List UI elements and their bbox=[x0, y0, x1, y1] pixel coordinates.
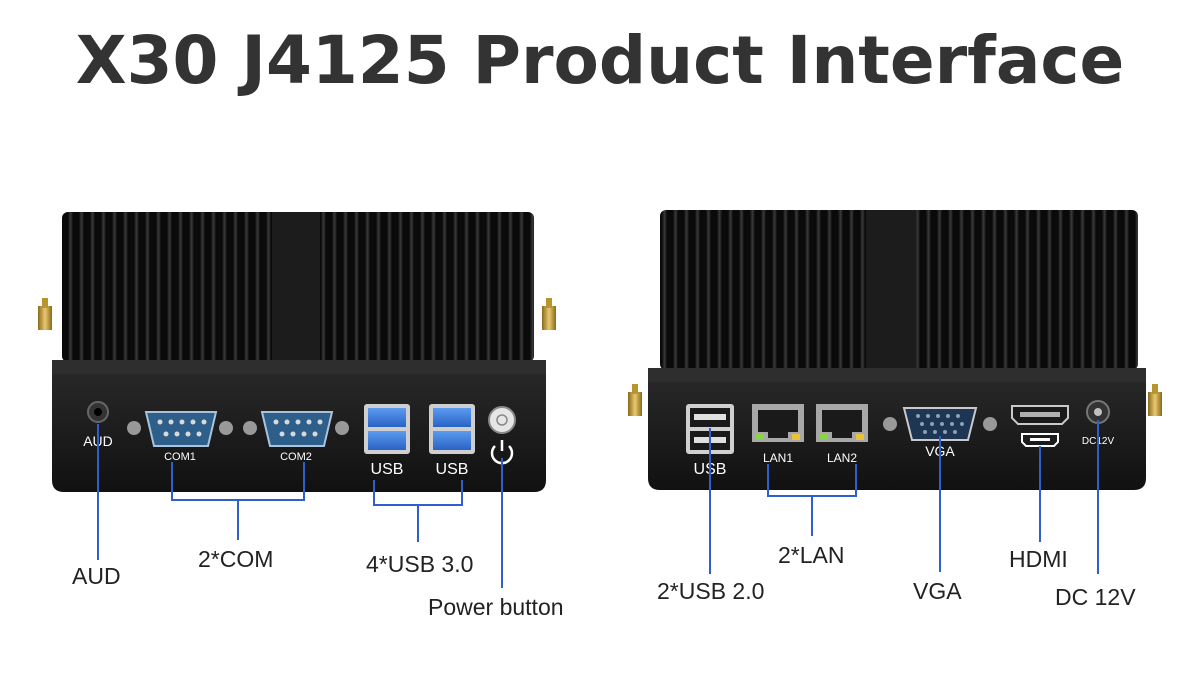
power-button-callout: Power button bbox=[428, 594, 564, 620]
lan-callout: 2*LAN bbox=[778, 542, 845, 568]
callout-lines bbox=[97, 420, 1099, 588]
hdmi-port bbox=[1011, 405, 1069, 425]
usb3-stack-b bbox=[429, 404, 475, 454]
left-heatsink-gap bbox=[272, 212, 320, 362]
lan2-port-label: LAN2 bbox=[827, 451, 857, 465]
dc-callout: DC 12V bbox=[1055, 584, 1136, 610]
com1-port bbox=[127, 411, 233, 447]
usb3-stack-a bbox=[364, 404, 410, 454]
lan1-port bbox=[752, 404, 804, 442]
com1-port-label: COM1 bbox=[164, 451, 196, 463]
audio-jack bbox=[87, 401, 109, 423]
right-antenna-right bbox=[1148, 384, 1162, 416]
power-button bbox=[488, 406, 516, 434]
right-mini-pc: USB LAN1 LAN2 VGA bbox=[628, 210, 1162, 490]
com2-port-label: COM2 bbox=[280, 451, 312, 463]
left-antenna-right bbox=[542, 298, 556, 330]
com2-port bbox=[243, 411, 349, 447]
right-chassis bbox=[648, 368, 1146, 490]
page-title: X30 J4125 Product Interface bbox=[75, 22, 1125, 99]
vga-port bbox=[883, 407, 997, 441]
vga-callout: VGA bbox=[913, 578, 962, 604]
usb3-callout: 4*USB 3.0 bbox=[366, 551, 474, 577]
com-callout: 2*COM bbox=[198, 546, 274, 572]
lan1-port-label: LAN1 bbox=[763, 451, 793, 465]
usb2-callout: 2*USB 2.0 bbox=[657, 578, 765, 604]
left-mini-pc: AUD COM1 COM2 bbox=[38, 212, 556, 492]
hdmi-icon bbox=[1021, 433, 1059, 447]
left-antenna-left bbox=[38, 298, 52, 330]
dc-jack bbox=[1086, 400, 1110, 424]
right-antenna-left bbox=[628, 384, 642, 416]
usb-b-port-label: USB bbox=[436, 461, 469, 478]
usb-a-port-label: USB bbox=[371, 461, 404, 478]
aud-callout: AUD bbox=[72, 563, 121, 589]
lan2-port bbox=[816, 404, 868, 442]
hdmi-callout: HDMI bbox=[1009, 546, 1068, 572]
right-heatsink-gap bbox=[866, 210, 916, 370]
